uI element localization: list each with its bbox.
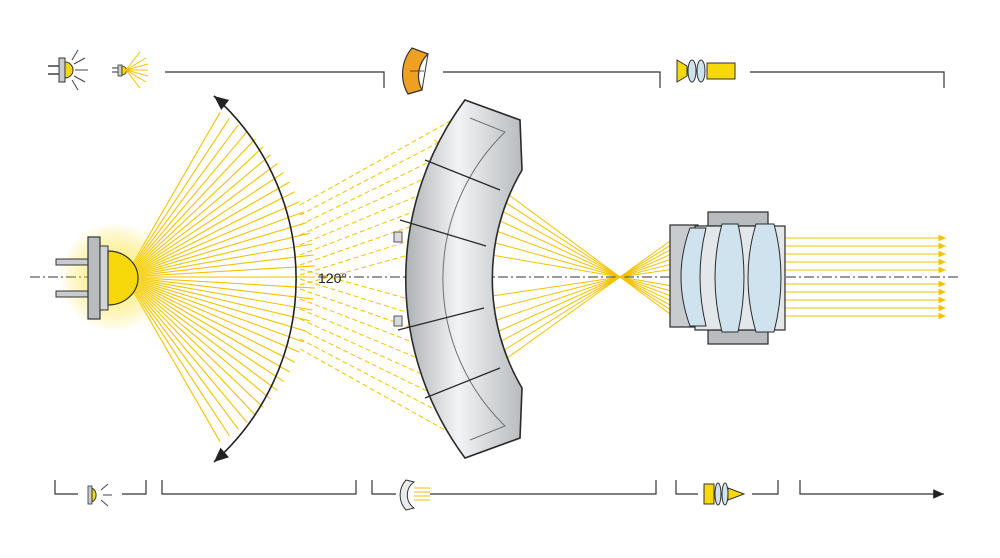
- led-small-icon: [112, 51, 149, 89]
- top-bracket-3: [750, 71, 945, 88]
- angle-label: 120°: [318, 270, 347, 286]
- dashed-ray: [299, 205, 471, 266]
- collimator-lens-icon: [401, 47, 430, 95]
- top-row: [48, 47, 945, 95]
- led-icon: [48, 49, 88, 91]
- top-bracket-2: [443, 71, 661, 88]
- angle-arc-start-arrow: [213, 95, 230, 110]
- bottom-bracket-4a: [675, 480, 698, 495]
- bottom-row: [54, 479, 944, 511]
- led-source: [55, 222, 170, 332]
- bottom-bracket-4b: [752, 480, 779, 495]
- dashed-ray: [299, 288, 471, 349]
- top-bracket-1: [165, 71, 385, 88]
- dashed-ray: [299, 298, 471, 365]
- objective-lens-group: [669, 211, 786, 345]
- dashed-ray: [299, 189, 471, 256]
- objective-lens-icon: [676, 59, 736, 83]
- angle-indicator: 120°: [213, 95, 347, 463]
- led-bottom-icon: [87, 483, 112, 507]
- collimator-lens: [393, 99, 523, 459]
- dashed-ray: [299, 109, 471, 206]
- bottom-bracket-1b: [122, 480, 147, 495]
- dashed-ray: [299, 348, 471, 445]
- parallel-output-rays: [785, 234, 946, 320]
- bottom-output-arrow: [799, 480, 944, 499]
- bottom-bracket-1a: [54, 480, 78, 495]
- collimator-bottom-icon: [399, 479, 430, 511]
- bottom-bracket-3a: [371, 480, 396, 495]
- angle-arc: [213, 95, 297, 463]
- bottom-bracket-2: [161, 480, 357, 495]
- objective-bottom-icon: [703, 482, 746, 506]
- bottom-bracket-3b: [430, 480, 657, 495]
